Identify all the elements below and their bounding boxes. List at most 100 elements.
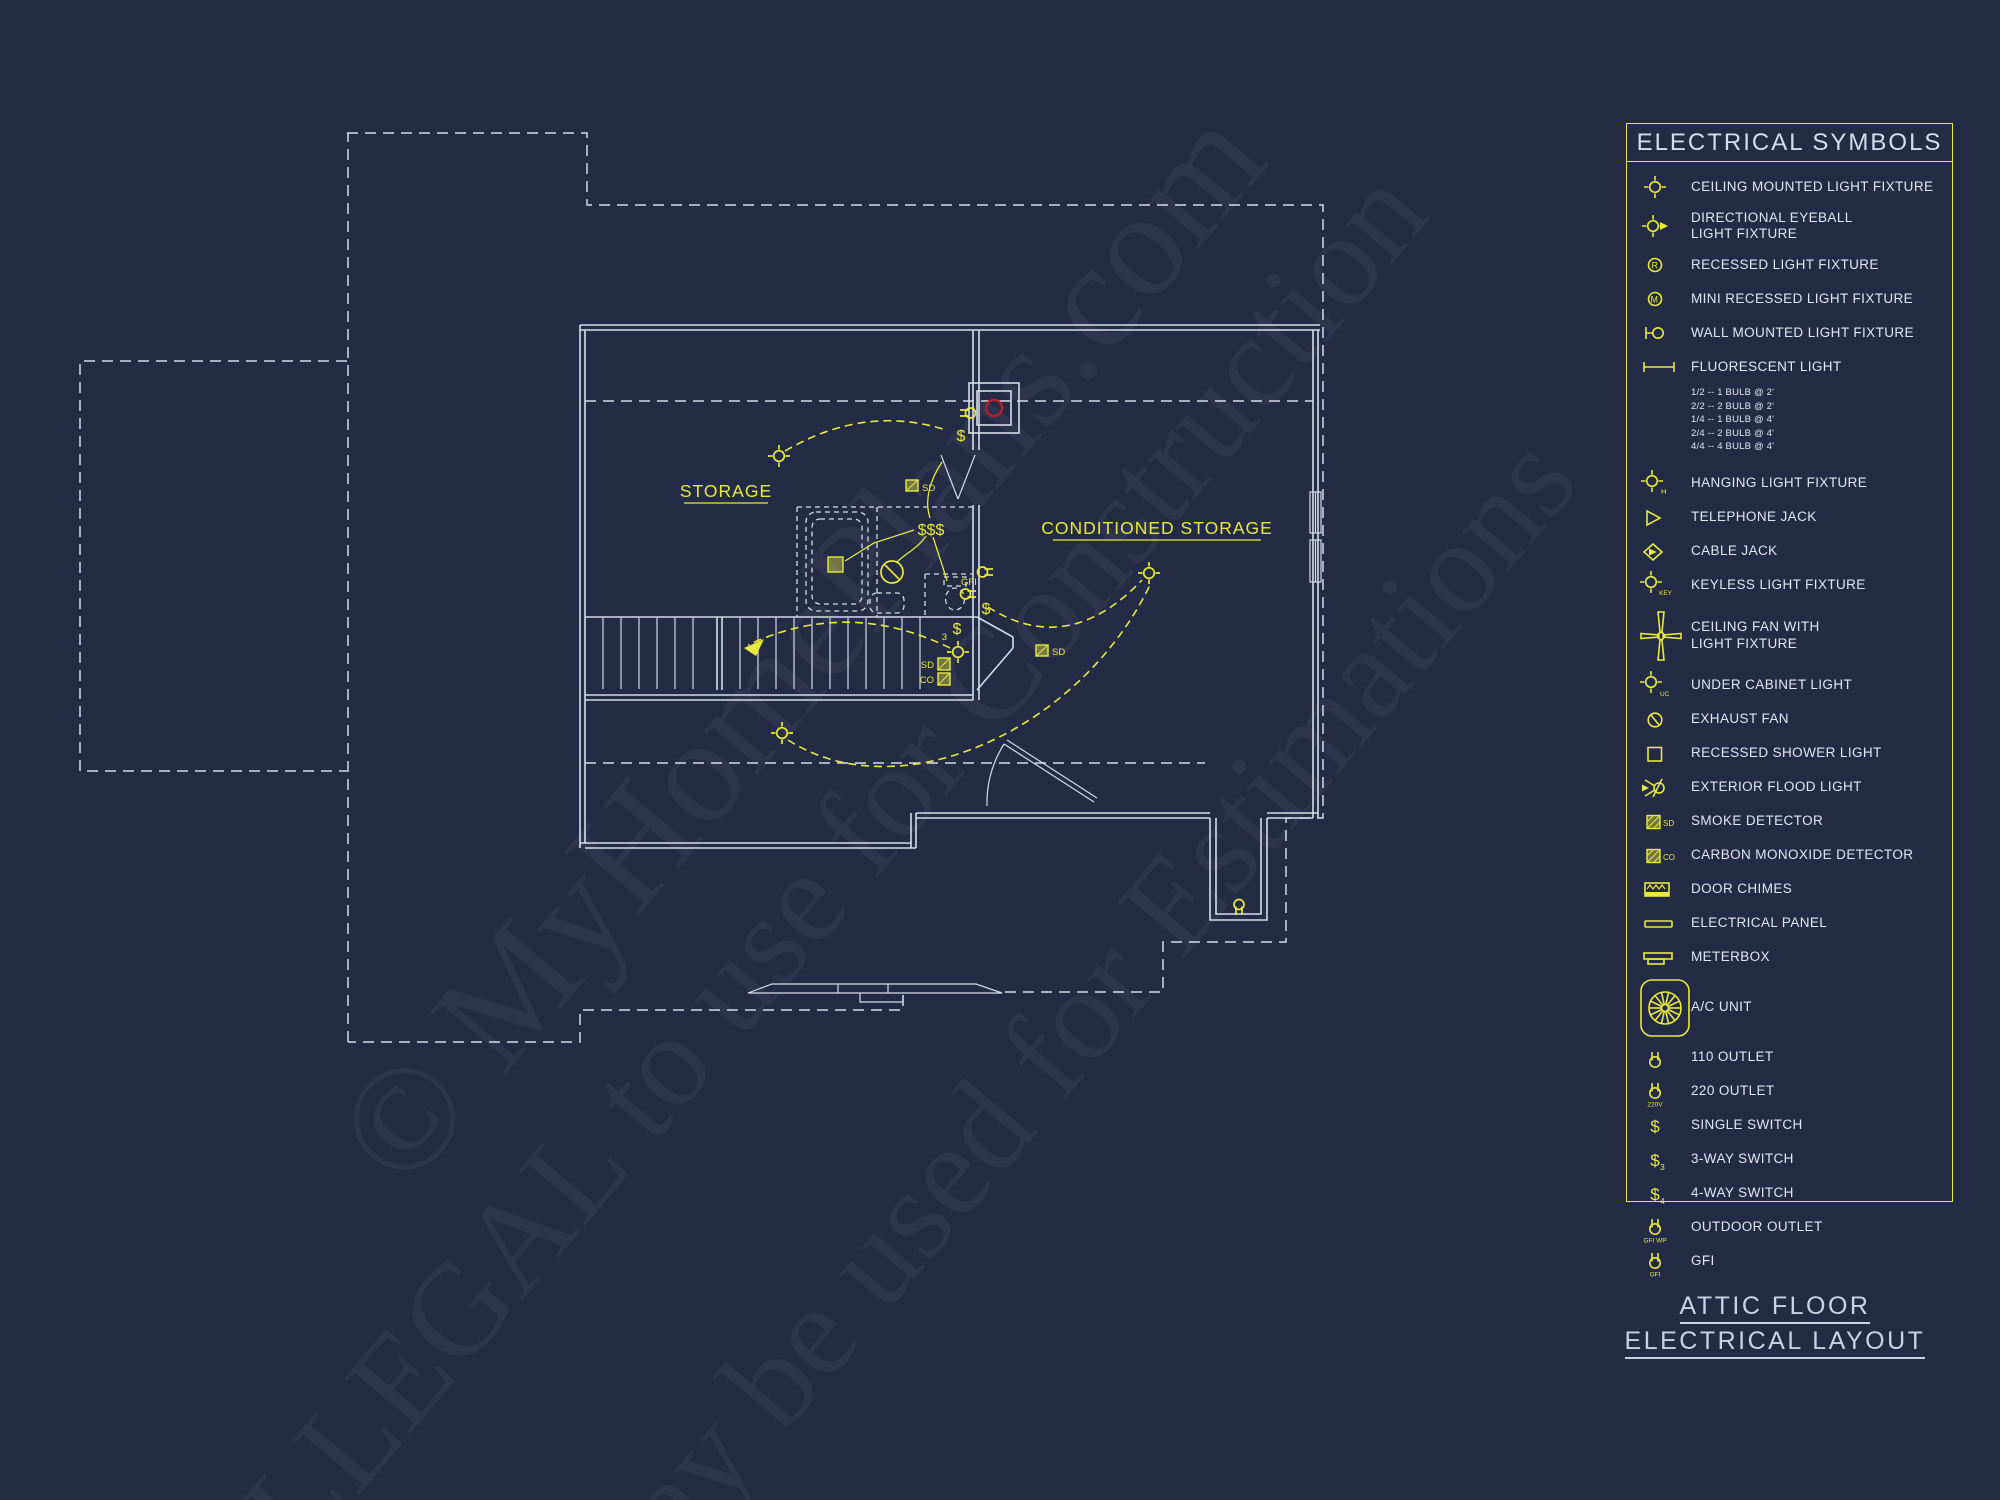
bathtub: [805, 511, 869, 612]
legend-item-outlet-110: 110 OUTLET: [1639, 1041, 1948, 1075]
legend-item-ac-unit: A/C UNIT: [1639, 975, 1948, 1041]
outlet-110-icon: [1649, 1051, 1661, 1068]
legend-item-single-switch: $ SINGLE SWITCH: [1639, 1109, 1948, 1143]
legend-item-meterbox: METERBOX: [1639, 941, 1948, 975]
electrical-panel-icon: [1644, 919, 1673, 928]
gfi-label: GFI: [961, 577, 977, 588]
legend-item-label: CEILING MOUNTED LIGHT FIXTURE: [1691, 178, 1934, 194]
svg-text:GFI WP: GFI WP: [1643, 1237, 1666, 1244]
legend-item-label: FLUORESCENT LIGHT: [1691, 358, 1842, 374]
legend-item-fluorescent: FLUORESCENT LIGHT: [1639, 350, 1948, 384]
bathroom-door: [940, 454, 976, 500]
door-chimes-icon: [1644, 881, 1670, 897]
legend-item-four-way-switch: $4 4-WAY SWITCH: [1639, 1177, 1948, 1211]
gable-vent: [747, 983, 1003, 1003]
chimney: [968, 382, 1020, 434]
co-label: CO: [920, 675, 934, 686]
legend-item-label: RECESSED SHOWER LIGHT: [1691, 745, 1882, 761]
legend-item-door-chimes: DOOR CHIMES: [1639, 873, 1948, 907]
legend-item-keyless-light: KEY KEYLESS LIGHT FIXTURE: [1639, 569, 1948, 603]
svg-text:CO: CO: [1663, 853, 1675, 862]
fluorescent-size-options: 1/2 -- 1 BULB @ 2'2/2 -- 2 BULB @ 2'1/4 …: [1691, 387, 1775, 452]
mini-recessed-light-icon: M: [1647, 291, 1663, 307]
legend-item-mini-recessed-light: M MINI RECESSED LIGHT FIXTURE: [1639, 282, 1948, 316]
legend-item-label: SINGLE SWITCH: [1691, 1117, 1803, 1133]
legend-item-label: MINI RECESSED LIGHT FIXTURE: [1691, 290, 1914, 306]
legend-item-recessed-light: R RECESSED LIGHT FIXTURE: [1639, 248, 1948, 282]
legend-item-label: CABLE JACK: [1691, 543, 1778, 559]
under-cabinet-light-icon: UC: [1640, 670, 1670, 698]
legend-item-label: 4-WAY SWITCH: [1691, 1185, 1794, 1201]
legend-item-outdoor-outlet: GFI WP OUTDOOR OUTLET: [1639, 1211, 1948, 1245]
legend-item-label: KEYLESS LIGHT FIXTURE: [1691, 577, 1866, 593]
legend-item-wall-light: WALL MOUNTED LIGHT FIXTURE: [1639, 316, 1948, 350]
single-switch-icon: $: [1650, 1117, 1660, 1136]
legend-item-telephone-jack: TELEPHONE JACK: [1639, 501, 1948, 535]
outlet-220-icon: 220V: [1647, 1082, 1663, 1108]
switch: $: [982, 601, 991, 618]
legend-item-label: HANGING LIGHT FIXTURE: [1691, 475, 1868, 491]
outdoor-outlet-icon: GFI WP: [1643, 1218, 1667, 1244]
svg-text:3: 3: [1660, 1162, 1665, 1172]
svg-text:$: $: [1650, 1151, 1660, 1170]
ceiling-lights: [767, 444, 1161, 745]
exhaust-fan-symbol: [880, 560, 904, 584]
legend-item-label: A/C UNIT: [1691, 999, 1752, 1015]
legend-item-label: RECESSED LIGHT FIXTURE: [1691, 256, 1879, 272]
svg-text:UC: UC: [1660, 691, 1670, 698]
legend-item-label: OUTDOOR OUTLET: [1691, 1219, 1823, 1235]
svg-text:H: H: [1661, 487, 1666, 496]
svg-text:M: M: [1651, 295, 1659, 305]
legend-item-exterior-flood-light: EXTERIOR FLOOD LIGHT: [1639, 771, 1948, 805]
four-way-switch-icon: $4: [1650, 1185, 1665, 1206]
legend-item-label: EXHAUST FAN: [1691, 711, 1789, 727]
legend-item-label: WALL MOUNTED LIGHT FIXTURE: [1691, 324, 1914, 340]
exhaust-fan-icon: [1647, 711, 1663, 728]
room-label-conditioned-storage: CONDITIONED STORAGE: [1041, 518, 1273, 538]
detectors: [905, 479, 1049, 686]
keyless-light-icon: KEY: [1640, 570, 1673, 597]
recessed-light-icon: R: [1647, 257, 1663, 273]
svg-text:220V: 220V: [1647, 1101, 1663, 1108]
ceiling-light-icon: [1644, 176, 1666, 198]
legend-item-cable-jack: CABLE JACK: [1639, 535, 1948, 569]
svg-text:GFI: GFI: [1650, 1271, 1661, 1278]
svg-text:$: $: [1650, 1185, 1660, 1204]
legend-item-label: TELEPHONE JACK: [1691, 509, 1817, 525]
legend-item-exhaust-fan: EXHAUST FAN: [1639, 703, 1948, 737]
svg-text:SD: SD: [1663, 819, 1674, 828]
walls: [579, 324, 1320, 921]
sd-label: SD: [921, 660, 934, 671]
room-label-storage: STORAGE: [680, 481, 772, 501]
outlets: [959, 407, 1245, 916]
recessed-shower-light-symbol: [827, 556, 844, 573]
svg-text:$: $: [1650, 1117, 1660, 1136]
meterbox-icon: [1643, 951, 1673, 965]
legend-item-hanging-light: H HANGING LIGHT FIXTURE: [1639, 467, 1948, 501]
svg-text:4: 4: [1660, 1196, 1665, 1206]
switch: $: [957, 428, 966, 445]
ac-unit-icon: [1640, 978, 1690, 1037]
legend-item-label: UNDER CABINET LIGHT: [1691, 677, 1853, 693]
three-way-switch-icon: $3: [1650, 1151, 1665, 1172]
legend-item-ceiling-light: CEILING MOUNTED LIGHT FIXTURE: [1639, 170, 1948, 204]
sink: [869, 592, 905, 614]
wiring-arrow: [744, 639, 764, 656]
fluorescent-icon: [1643, 362, 1675, 372]
legend-item-under-cabinet-light: UC UNDER CABINET LIGHT: [1639, 669, 1948, 703]
window: [1309, 491, 1322, 583]
three-way-switch: $: [953, 621, 962, 638]
wall-light-icon: [1645, 327, 1664, 339]
sheet-title-line1: ATTIC FLOOR: [1679, 1292, 1871, 1324]
future-bathroom: [796, 454, 976, 617]
three-way-sub: 3: [942, 632, 947, 643]
